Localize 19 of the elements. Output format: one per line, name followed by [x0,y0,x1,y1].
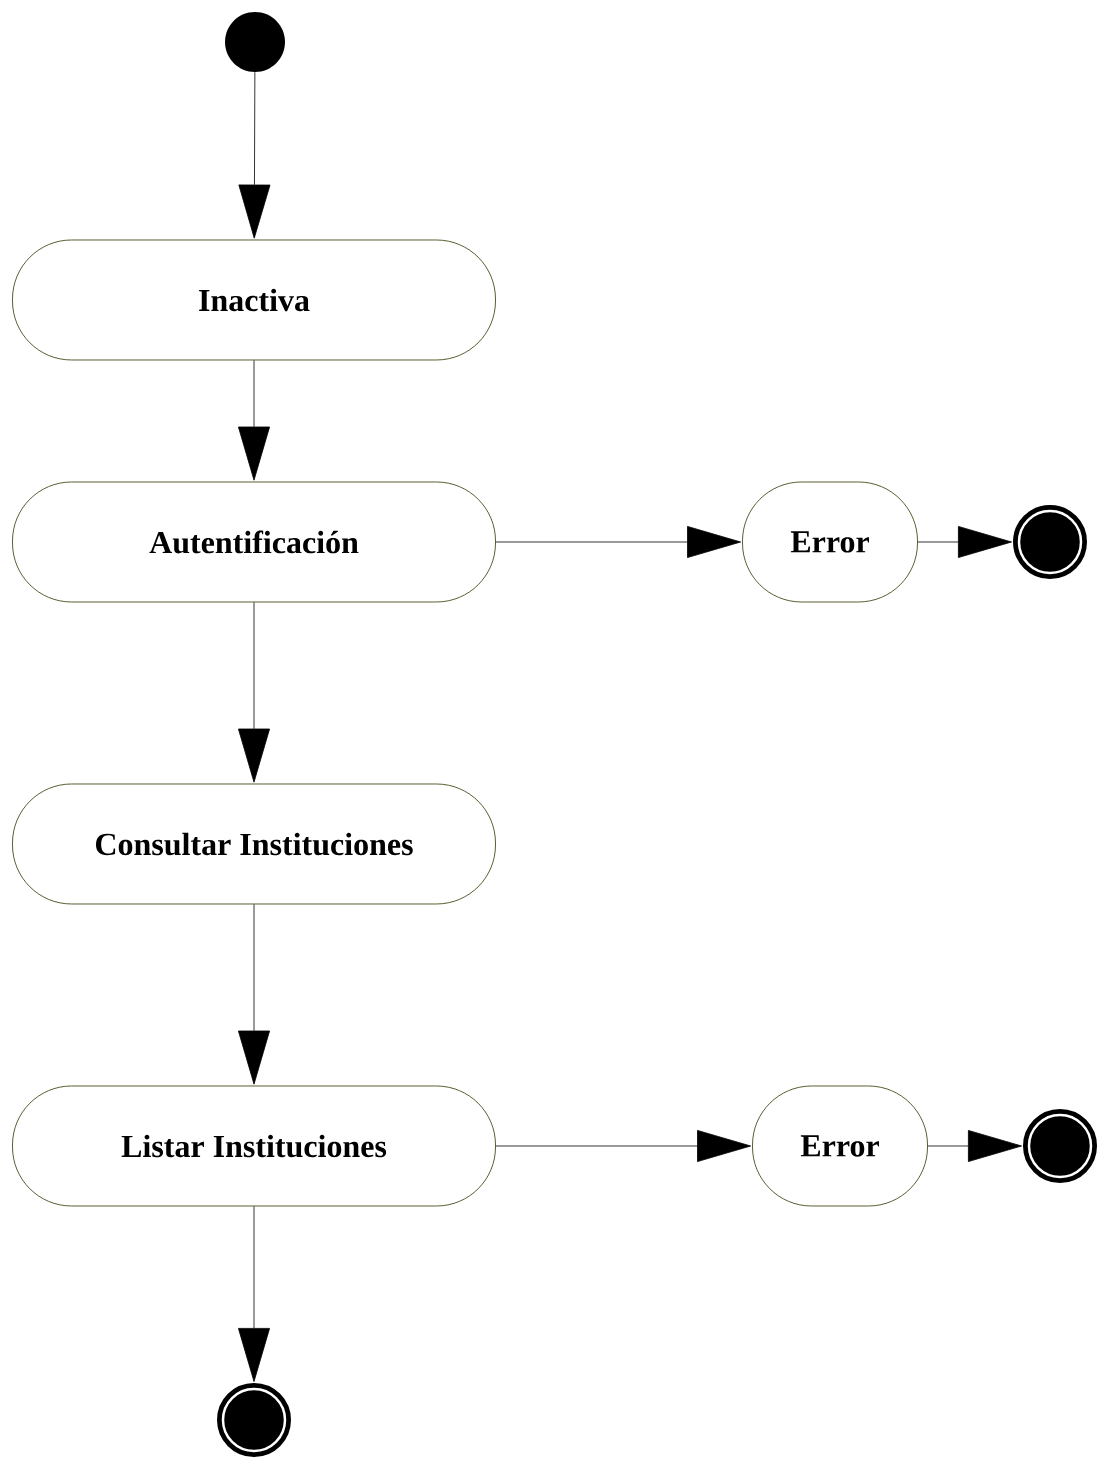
arrow [238,904,270,1085]
arrow [238,602,270,783]
state-box: Listar Instituciones [12,1085,496,1207]
state-box: Error [742,481,918,603]
final-state [1013,505,1087,579]
final-state [1023,1109,1097,1183]
arrow [927,1130,1022,1162]
state-box: Error [752,1085,928,1207]
final-state [217,1383,291,1457]
state-box: Consultar Instituciones [12,783,496,905]
arrow [238,1206,270,1382]
state-box: Inactiva [12,239,496,361]
arrow [495,526,742,558]
arrow [495,1130,752,1162]
state-box: Autentificación [12,481,496,603]
initial-state [225,12,285,72]
arrow [238,360,270,481]
arrow [238,71,271,239]
arrow [917,526,1012,558]
